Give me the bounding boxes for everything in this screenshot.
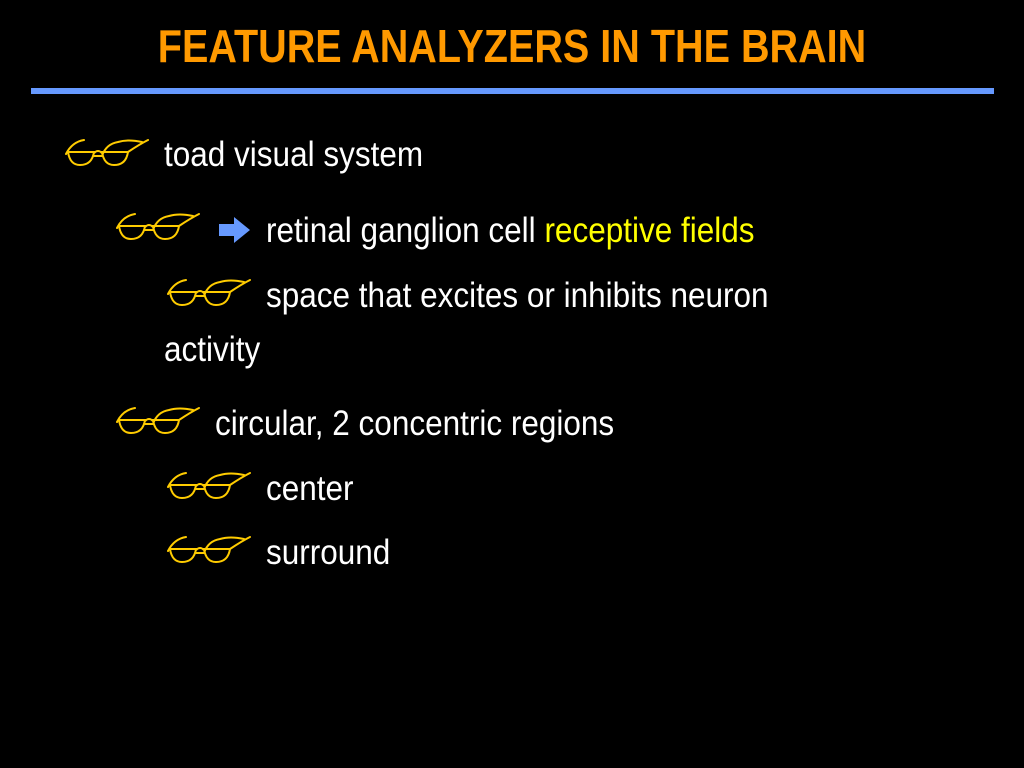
title-divider — [31, 88, 994, 94]
eyeglasses-icon — [164, 471, 254, 501]
bullet-retinal-ganglion-cell: retinal ganglion cell receptive fields — [266, 211, 755, 251]
eyeglasses-icon — [164, 278, 254, 308]
slide-title: FEATURE ANALYZERS IN THE BRAIN — [157, 20, 867, 72]
bullet-text: toad visual system — [164, 135, 424, 174]
bullet-text: surround — [266, 533, 391, 572]
bullet-text: circular, 2 concentric regions — [215, 404, 615, 443]
bullet-text: center — [266, 469, 354, 508]
bullet-surround: surround — [266, 533, 390, 573]
bullet-circular-concentric-regions: circular, 2 concentric regions — [215, 404, 614, 444]
bullet-center: center — [266, 469, 354, 509]
eyeglasses-icon — [113, 406, 203, 436]
bullet-continuation: activity — [164, 330, 260, 370]
eyeglasses-icon — [164, 535, 254, 565]
eyeglasses-icon — [113, 212, 203, 242]
bullet-toad-visual-system: toad visual system — [164, 135, 423, 175]
bullet-text: space that excites or inhibits neuron — [266, 276, 769, 315]
right-arrow-icon — [219, 217, 250, 243]
bullet-continuation-text: activity — [164, 330, 261, 369]
bullet-space-excites-inhibits: space that excites or inhibits neuron — [266, 276, 769, 316]
eyeglasses-icon — [62, 138, 152, 168]
highlight-receptive-fields: receptive fields — [544, 211, 755, 250]
bullet-text: retinal ganglion cell — [266, 211, 545, 250]
